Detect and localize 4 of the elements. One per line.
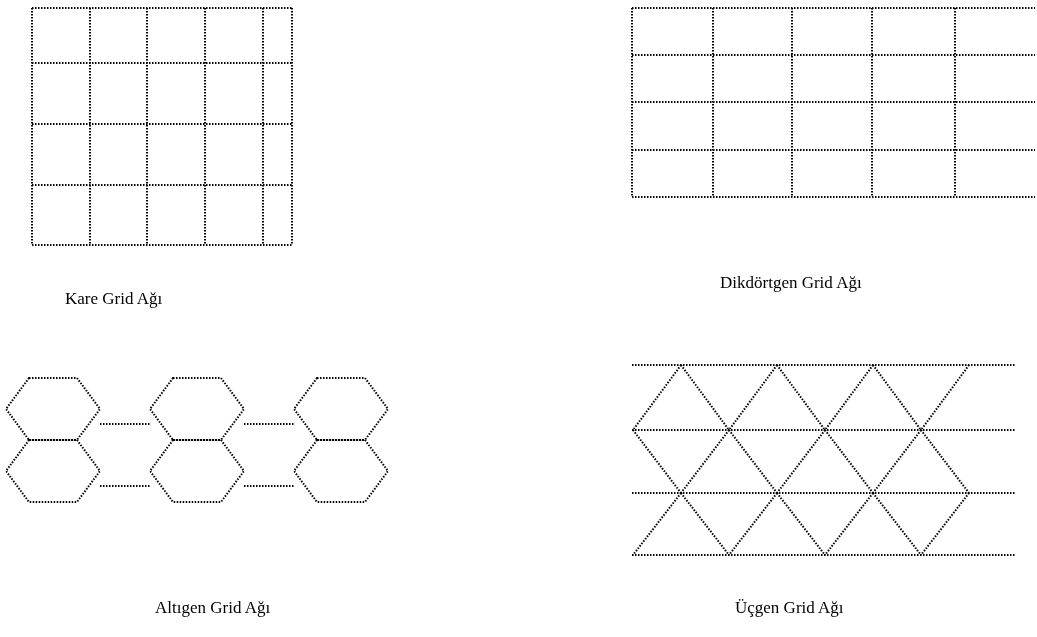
grid-caption: Dikdörtgen Grid Ağı — [720, 273, 862, 293]
grid-caption: Altıgen Grid Ağı — [155, 598, 271, 618]
grid-caption: Üçgen Grid Ağı — [735, 598, 844, 618]
grid-caption: Kare Grid Ağı — [65, 289, 163, 309]
